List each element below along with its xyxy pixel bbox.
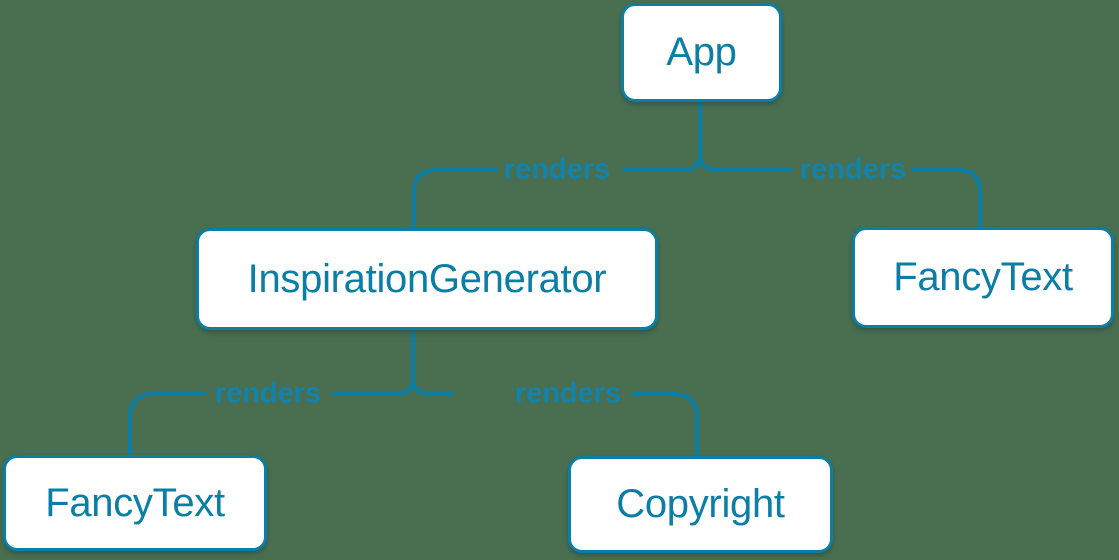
edge-inspirationgenerator-fancytext [332,329,415,396]
edge-app-fancytext-tail [911,168,982,229]
edge-app-fancytext [698,153,794,172]
edge-app-inspirationgenerator-tail [412,168,498,230]
node-app-label: App [666,30,737,74]
node-inspiration-generator: InspirationGenerator [196,228,658,330]
node-copyright-label: Copyright [616,482,785,526]
node-app: App [621,3,782,102]
edge-app-inspirationgenerator [622,101,702,172]
edge-inspirationgenerator-fancytext-tail [128,392,206,457]
node-inspiration-generator-label: InspirationGenerator [247,256,607,301]
edge-label-renders-inspirationgenerator-copyright: renders [514,377,622,410]
edge-inspirationgenerator-copyright [411,377,454,396]
node-fancy-text-left-label: FancyText [45,480,225,525]
edge-label-renders-app-fancytext: renders [799,153,907,186]
node-fancy-text-right-label: FancyText [893,255,1073,299]
node-fancy-text-right: FancyText [852,227,1114,328]
edge-inspirationgenerator-copyright-tail [632,392,699,458]
node-fancy-text-left: FancyText [3,455,267,551]
edge-label-renders-inspirationgenerator-fancytext: renders [214,377,322,410]
edge-label-renders-app-inspirationgenerator: renders [503,153,611,186]
node-copyright: Copyright [568,456,833,553]
